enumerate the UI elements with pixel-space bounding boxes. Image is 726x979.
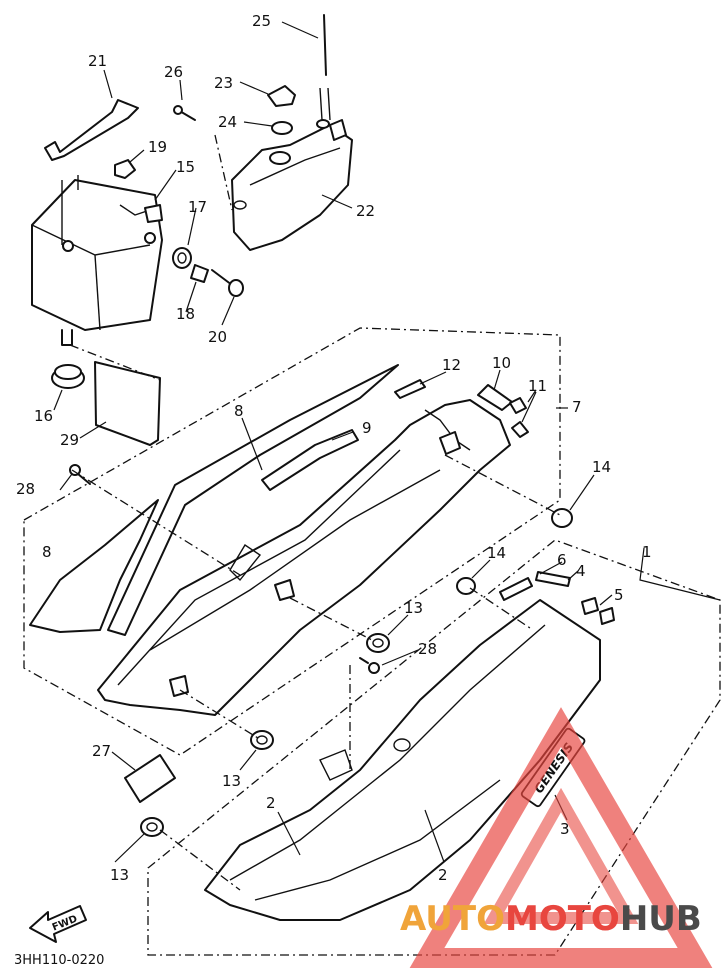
alignment-lines xyxy=(69,134,561,891)
leader-lines xyxy=(53,21,721,863)
callout-labels: 25 21 26 23 24 19 15 17 22 18 20 16 29 8… xyxy=(16,12,652,884)
callout-16: 16 xyxy=(34,407,53,425)
screw-28-upper xyxy=(69,464,91,485)
watermark-text-moto: MOTO xyxy=(505,899,620,939)
callout-25: 25 xyxy=(252,12,271,30)
reservoir-tank xyxy=(231,119,353,251)
callout-8-upper: 8 xyxy=(234,402,244,420)
callout-7: 7 xyxy=(572,398,582,416)
callout-17: 17 xyxy=(188,198,207,216)
screw-part xyxy=(173,105,196,121)
assembly-outline-side-cover-lower xyxy=(147,539,721,956)
watermark-triangle-outer xyxy=(409,707,713,968)
grommet-14-lower xyxy=(456,577,476,595)
clip-part xyxy=(114,159,136,179)
svg-text:AUTOMOTOHUB: AUTOMOTOHUB xyxy=(400,899,702,939)
callout-26: 26 xyxy=(164,63,183,81)
callout-6: 6 xyxy=(557,551,567,569)
callout-13-mid: 13 xyxy=(404,599,423,617)
callout-4: 4 xyxy=(576,562,586,580)
callout-28-lower: 28 xyxy=(418,640,437,658)
callout-18: 18 xyxy=(176,305,195,323)
watermark-text-auto: AUTO xyxy=(400,899,505,939)
tank-washer xyxy=(271,121,293,135)
callout-5: 5 xyxy=(614,586,624,604)
label-plate xyxy=(124,754,176,803)
callout-21: 21 xyxy=(88,52,107,70)
callout-12: 12 xyxy=(442,356,461,374)
grommet-13-bottom xyxy=(140,817,164,837)
callout-10: 10 xyxy=(492,354,511,372)
callout-13-bottom: 13 xyxy=(110,866,129,884)
trim-strip-upper xyxy=(107,364,399,636)
callout-14-upper: 14 xyxy=(592,458,611,476)
pin-parts-11 xyxy=(509,397,529,438)
watermark-logo xyxy=(409,707,713,968)
screw-28-lower xyxy=(359,657,380,674)
pin-parts-5 xyxy=(581,597,615,625)
callout-22: 22 xyxy=(356,202,375,220)
battery-cover-plate xyxy=(94,361,161,446)
callout-29: 29 xyxy=(60,431,79,449)
callout-13-left: 13 xyxy=(222,772,241,790)
pad-part-12 xyxy=(394,379,426,399)
callout-15: 15 xyxy=(176,158,195,176)
callout-2-left: 2 xyxy=(266,794,276,812)
damper-part xyxy=(51,364,85,389)
holder-lower xyxy=(169,675,189,697)
callout-19: 19 xyxy=(148,138,167,156)
callout-27: 27 xyxy=(92,742,111,760)
battery-box xyxy=(31,175,163,346)
bolt-part xyxy=(211,269,244,297)
callout-23: 23 xyxy=(214,74,233,92)
trim-strip-left xyxy=(29,499,159,633)
callout-3: 3 xyxy=(560,820,570,838)
holder-upper xyxy=(439,431,461,455)
callout-8-left: 8 xyxy=(42,543,52,561)
grommet-13-mid xyxy=(366,633,390,653)
callout-9: 9 xyxy=(362,419,372,437)
tank-cap xyxy=(267,85,296,107)
side-cover-upper xyxy=(97,399,511,716)
pad-part-4 xyxy=(535,571,571,587)
holder-mid xyxy=(274,579,295,601)
callout-24: 24 xyxy=(218,113,237,131)
diagram-code: 3HH110-0220 xyxy=(14,953,104,968)
callout-28-upper: 28 xyxy=(16,480,35,498)
watermark-text: AUTOMOTOHUB xyxy=(400,899,702,939)
watermark-text-hub: HUB xyxy=(620,899,702,939)
level-rod xyxy=(316,14,331,129)
pad-part-6 xyxy=(499,577,533,601)
collar-part xyxy=(190,264,209,283)
grommet-13-left xyxy=(250,730,274,750)
bracket-part xyxy=(144,204,163,223)
callout-20: 20 xyxy=(208,328,227,346)
battery-strap xyxy=(44,99,139,161)
stripe-decal xyxy=(261,429,359,491)
callout-2-right: 2 xyxy=(438,866,448,884)
callout-1: 1 xyxy=(642,543,652,561)
callout-11: 11 xyxy=(528,377,547,395)
callout-14-lower: 14 xyxy=(487,544,506,562)
grommet-14-upper xyxy=(551,508,573,528)
grommet-part xyxy=(172,247,192,269)
assembly-outline-side-cover-upper xyxy=(23,327,561,756)
watermark-triangle-inner xyxy=(483,787,639,924)
fwd-arrow: FWD xyxy=(29,905,87,943)
side-cover-lower xyxy=(204,599,601,921)
